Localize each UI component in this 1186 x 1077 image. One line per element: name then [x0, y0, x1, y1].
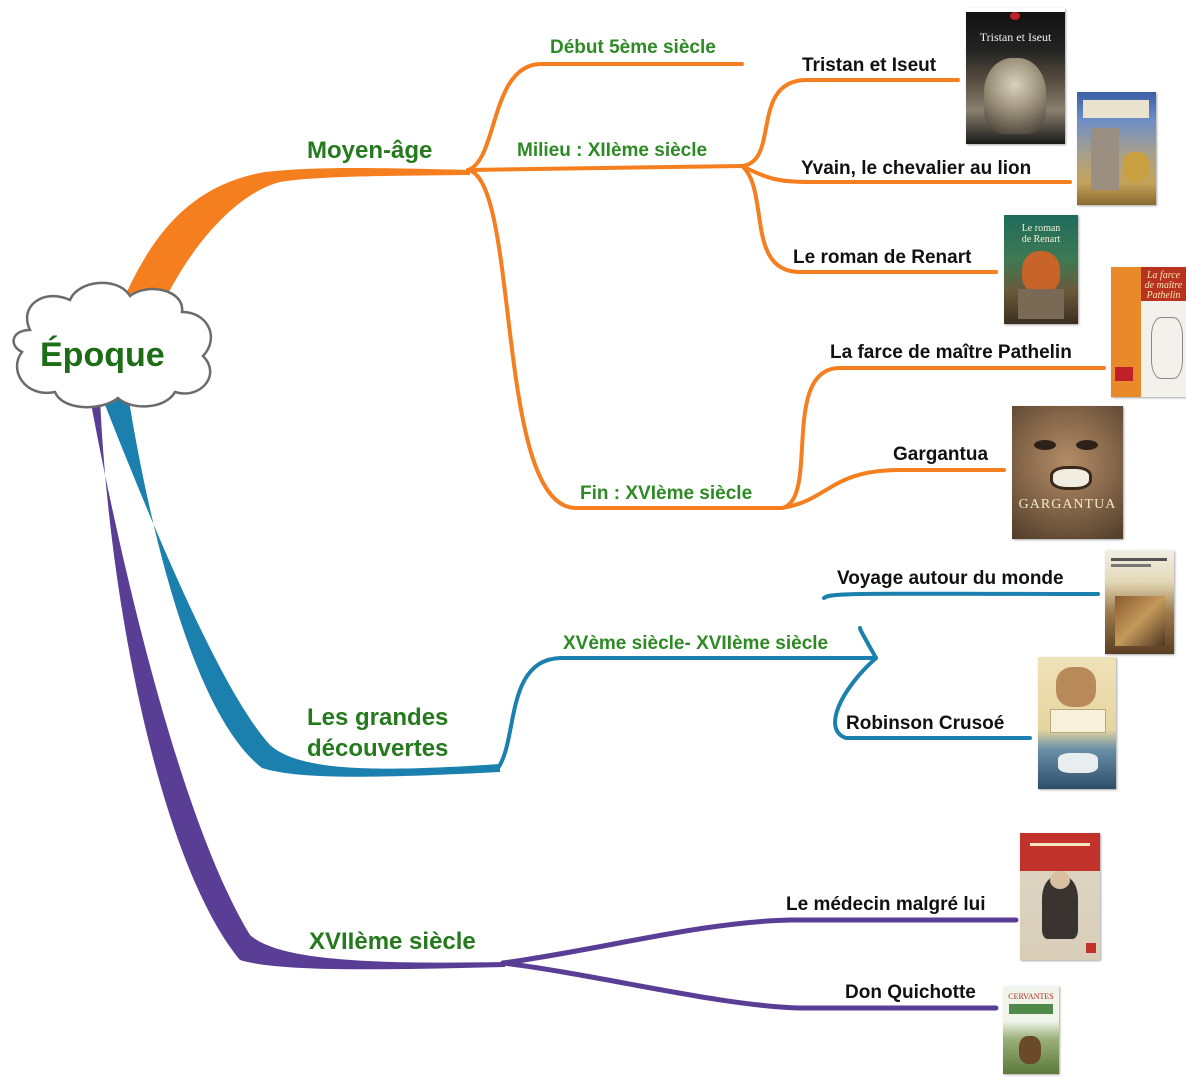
cover-title-pathelin-2: de maître — [1144, 280, 1183, 291]
work-label-tristan[interactable]: Tristan et Iseut — [802, 55, 937, 76]
branch-label-moyen-age[interactable]: Moyen-âge — [307, 137, 433, 164]
sub-label-fin[interactable]: Fin : XVIème siècle — [580, 483, 753, 504]
branch-label-xvii[interactable]: XVIIème siècle — [309, 928, 476, 955]
link-renart — [740, 164, 998, 274]
sub-label-debut[interactable]: Début 5ème siècle — [550, 37, 716, 58]
book-cover-voyage[interactable] — [1105, 550, 1174, 654]
work-label-medecin[interactable]: Le médecin malgré lui — [786, 894, 986, 915]
branch-label-decouvertes-line1[interactable]: Les grandes — [307, 704, 449, 731]
branch-moyen-age-connector — [118, 168, 470, 322]
book-cover-tristan[interactable]: Tristan et Iseut — [966, 8, 1065, 144]
book-cover-yvain[interactable] — [1077, 92, 1156, 205]
cover-title-quichotte: CERVANTES — [1008, 992, 1054, 1001]
link-robinson — [833, 656, 1032, 740]
link-gargantua — [780, 468, 1006, 510]
link-tristan — [740, 78, 960, 168]
sub-label-xv-xvii[interactable]: XVème siècle- XVIIème siècle — [563, 633, 829, 654]
branch-label-decouvertes-line2[interactable]: découvertes — [307, 735, 449, 762]
cover-title-pathelin-1: La farce — [1146, 270, 1181, 281]
link-debut — [466, 62, 744, 172]
cover-title-gargantua: GARGANTUA — [1018, 497, 1117, 512]
book-cover-medecin[interactable] — [1020, 833, 1100, 960]
link-xv-xvii — [496, 656, 878, 770]
work-label-yvain[interactable]: Yvain, le chevalier au lion — [801, 158, 1032, 179]
cover-title-renart-1: Le roman — [1021, 223, 1061, 234]
work-label-renart[interactable]: Le roman de Renart — [793, 247, 972, 268]
link-medecin — [500, 917, 1019, 966]
work-label-robinson[interactable]: Robinson Crusoé — [846, 713, 1005, 734]
link-quichotte — [500, 960, 999, 1011]
book-cover-pathelin[interactable]: La farce de maître Pathelin — [1111, 267, 1186, 397]
link-milieu — [466, 164, 744, 172]
work-label-gargantua[interactable]: Gargantua — [893, 444, 989, 465]
cover-title-pathelin-3: Pathelin — [1146, 290, 1181, 301]
book-cover-gargantua[interactable]: GARGANTUA — [1012, 406, 1123, 539]
work-label-voyage[interactable]: Voyage autour du monde — [837, 568, 1064, 589]
sub-label-milieu[interactable]: Milieu : XIIème siècle — [517, 140, 708, 161]
work-label-quichotte[interactable]: Don Quichotte — [845, 982, 976, 1003]
link-fin — [466, 168, 784, 510]
link-yvain — [740, 164, 1072, 184]
book-cover-robinson[interactable] — [1038, 657, 1116, 789]
book-cover-renart[interactable]: Le roman de Renart — [1004, 215, 1078, 324]
link-pathelin — [780, 366, 1106, 510]
root-cloud — [12, 281, 213, 409]
link-voyage — [822, 591, 1100, 600]
book-cover-quichotte[interactable]: CERVANTES — [1003, 986, 1059, 1074]
cover-title-renart-2: de Renart — [1021, 234, 1061, 245]
link-voyage-join — [858, 626, 878, 660]
cover-title-tristan: Tristan et Iseut — [979, 30, 1052, 44]
branch-xvii-connector — [90, 398, 505, 970]
work-label-pathelin[interactable]: La farce de maître Pathelin — [830, 342, 1072, 363]
root-label[interactable]: Époque — [40, 336, 165, 374]
